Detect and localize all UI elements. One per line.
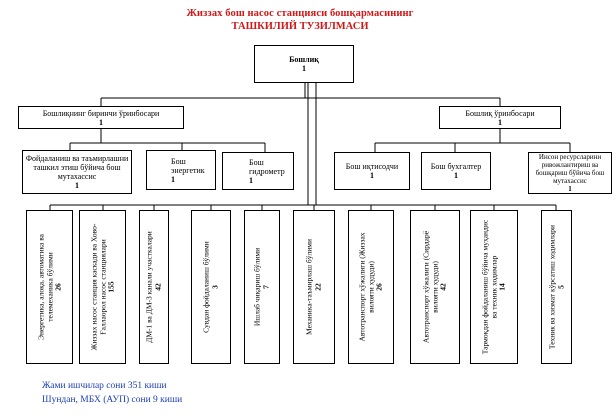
node-deputy-name: Бошлиқ ўринбосари [465,108,535,118]
unit-network-engineers-text: Тармоқдан фойдаланиш бўйича муҳандис ва … [480,217,507,357]
unit-energy-communication-text: Энергетика, алоқа, автоматика ва телемех… [35,217,63,357]
unit-water-use: Сувдан фойдаланиш бўлими 3 [191,210,231,364]
unit-technical-service-text: Техник ва хизмат кўрсатиш ходимлари 5 [547,224,565,350]
unit-production-text: Ишлаб чиқариш бўлими 7 [253,248,271,326]
node-hr-specialist-count: 1 [568,185,572,193]
unit-canal-sections: ДМ-1 ва ДМ-3 канали участкалари 42 [139,210,169,364]
node-head-name: Бошлиқ [289,55,319,64]
node-chief-energy: Бош энергетик 1 [146,150,216,190]
node-head-count: 1 [302,64,306,73]
unit-technical-service-name: Техник ва хизмат кўрсатиш ходимлари [547,224,556,350]
node-chief-energy-count: 1 [171,174,175,184]
node-chief-hydrometer: Бош гидрометр 1 [222,152,294,190]
unit-auto-jizzakh-name: Автотранспорт хўжалиги (Жиззах вилояти х… [357,232,375,342]
unit-auto-jizzakh: Автотранспорт хўжалиги (Жиззах вилояти х… [348,210,394,364]
node-chief-energy-name: Бош энергетик [171,156,205,175]
node-usage-specialist-name: Фойдаланиш ва таъмирлашни ташкил этиш бў… [25,154,129,181]
unit-auto-syrdarya-count: 42 [438,283,448,291]
unit-pump-station-cascade-count: 155 [105,281,115,293]
unit-production-count: 7 [261,285,270,289]
unit-auto-syrdarya: Автотранспорт хўжалиги (Сирдарё вилояти … [410,210,460,364]
node-head: Бошлиқ 1 [254,45,354,83]
footer-admin-staff: Шундан, МБХ (АУП) сони 9 киши [42,395,183,405]
chart-title-line-1: Жиззах бош насос станцияси бошқармасинин… [186,8,414,19]
unit-mechanical-repair-count: 22 [313,283,322,291]
node-chief-accountant: Бош бухгалтер 1 [421,152,491,190]
unit-mechanical-repair: Механика-таъмирлаш бўлими 22 [293,210,335,364]
unit-network-engineers-count: 14 [497,283,507,291]
unit-water-use-count: 3 [210,285,219,289]
unit-canal-sections-count: 42 [153,283,162,291]
node-hr-specialist-name: Инсон ресурсларини ривожлантириш ва бошқ… [535,153,605,185]
unit-auto-syrdarya-text: Автотранспорт хўжалиги (Сирдарё вилояти … [421,225,448,349]
unit-pump-station-cascade: Жиззах насос станция каскади ва Хово-Ғал… [79,210,126,364]
node-deputy-count: 1 [498,117,502,127]
node-chief-hydrometer-name: Бош гидрометр [249,157,285,176]
node-chief-hydrometer-count: 1 [249,175,253,185]
unit-network-engineers: Тармоқдан фойдаланиш бўйича муҳандис ва … [470,210,518,364]
node-chief-economist-name: Бош иқтисодчи [345,162,399,171]
unit-energy-communication: Энергетика, алоқа, автоматика ва телемех… [26,210,73,364]
chart-title-line-2: ТАШКИЛИЙ ТУЗИЛМАСИ [231,21,369,32]
node-chief-economist: Бош иқтисодчи 1 [334,152,410,190]
unit-energy-communication-name: Энергетика, алоқа, автоматика ва телемех… [35,234,54,340]
unit-auto-syrdarya-name: Автотранспорт хўжалиги (Сирдарё вилояти … [421,230,439,344]
node-chief-accountant-name: Бош бухгалтер [430,162,482,171]
unit-technical-service-count: 5 [555,285,565,289]
unit-water-use-text: Сувдан фойдаланиш бўлими 3 [202,241,220,333]
unit-canal-sections-text: ДМ-1 ва ДМ-3 канали участкалари 42 [145,231,163,343]
node-first-deputy-count: 1 [99,117,103,127]
unit-auto-jizzakh-text: Автотранспорт хўжалиги (Жиззах вилояти х… [357,227,384,347]
unit-mechanical-repair-text: Механика-таъмирлаш бўлими 22 [305,239,323,335]
node-usage-specialist: Фойдаланиш ва таъмирлашни ташкил этиш бў… [22,150,132,194]
node-first-deputy-name: Бошлиқнинг биринчи ўринбосари [42,108,160,118]
unit-technical-service: Техник ва хизмат кўрсатиш ходимлари 5 [541,210,572,364]
node-first-deputy: Бошлиқнинг биринчи ўринбосари 1 [18,106,184,129]
node-hr-specialist: Инсон ресурсларини ривожлантириш ва бошқ… [528,152,612,194]
footer-total-workers: Жами ишчилар сони 351 киши [42,381,167,391]
unit-energy-communication-count: 26 [52,283,62,291]
unit-pump-station-cascade-text: Жиззах насос станция каскади ва Хово-Ғал… [88,214,116,360]
unit-auto-jizzakh-count: 26 [374,283,384,291]
unit-pump-station-cascade-name: Жиззах насос станция каскади ва Хово-Ғал… [88,223,107,351]
unit-network-engineers-name: Тармоқдан фойдаланиш бўйича муҳандис ва … [480,219,498,355]
node-chief-accountant-count: 1 [454,171,458,180]
node-deputy: Бошлиқ ўринбосари 1 [439,106,561,129]
unit-production: Ишлаб чиқариш бўлими 7 [244,210,280,364]
node-chief-economist-count: 1 [370,171,374,180]
node-usage-specialist-count: 1 [75,181,79,190]
